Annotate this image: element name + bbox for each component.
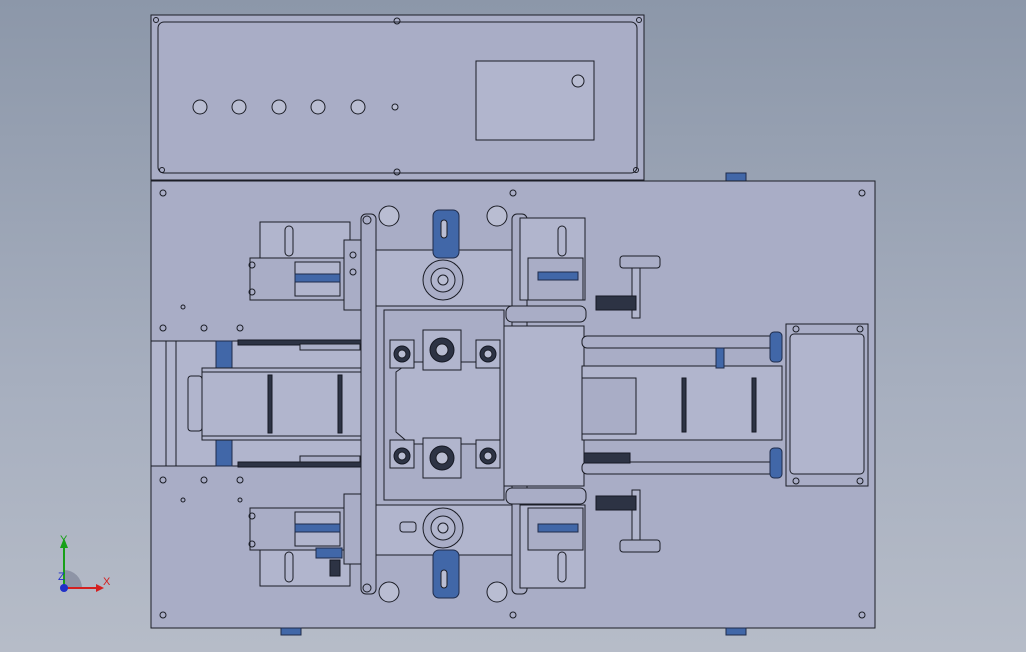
gripper-unit-bottom-right[interactable] xyxy=(505,487,587,589)
emergency-stop[interactable] xyxy=(571,74,585,88)
foot xyxy=(725,627,747,636)
tab-top-right xyxy=(725,172,747,182)
control-button xyxy=(271,99,287,115)
display-window xyxy=(475,60,595,141)
control-buttons[interactable] xyxy=(192,99,399,115)
control-button xyxy=(310,99,326,115)
control-button xyxy=(192,99,208,115)
gripper-unit-top-left[interactable] xyxy=(248,221,363,311)
control-box-screws xyxy=(153,17,642,176)
output-tray[interactable] xyxy=(785,323,869,487)
outfeed-conveyor xyxy=(503,325,783,487)
bottom-motor-mount[interactable] xyxy=(399,507,464,599)
x-axis-label: X xyxy=(103,576,111,588)
gripper-unit-bottom-left[interactable] xyxy=(248,493,363,587)
axis-triad: Y X Z xyxy=(58,534,111,592)
control-button xyxy=(231,99,247,115)
rollers xyxy=(595,255,661,553)
cutting-head[interactable] xyxy=(383,309,505,501)
y-axis-label: Y xyxy=(60,534,68,546)
infeed-conveyor xyxy=(150,339,372,468)
control-box[interactable] xyxy=(150,14,645,181)
indicator-light xyxy=(391,103,399,111)
foot xyxy=(280,627,302,636)
control-button xyxy=(350,99,366,115)
z-axis-label: Z xyxy=(58,571,65,583)
gripper-unit-top-right[interactable] xyxy=(505,217,587,323)
top-motor-mount[interactable] xyxy=(422,209,464,301)
